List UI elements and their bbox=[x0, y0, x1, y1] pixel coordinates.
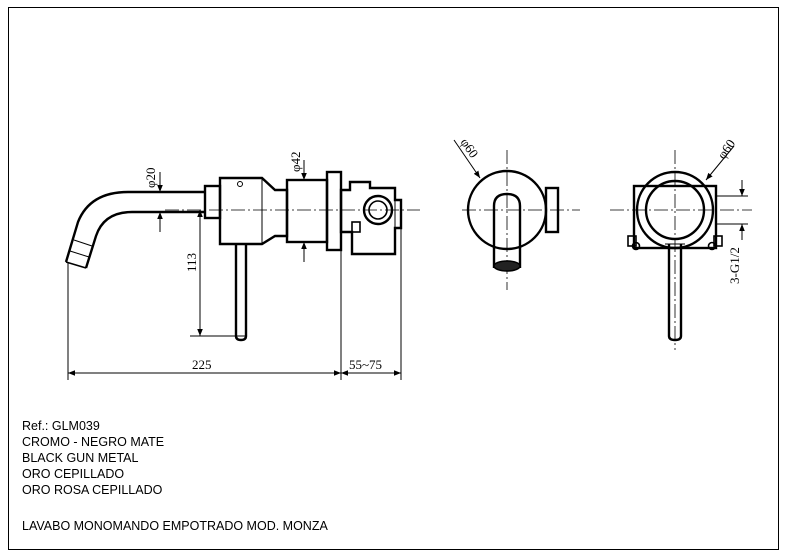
finish-item: ORO ROSA CEPILLADO bbox=[22, 483, 163, 497]
spout-collar bbox=[203, 184, 222, 220]
back-view: φ60 3-G1/2 bbox=[610, 136, 752, 350]
cartridge-sleeve bbox=[285, 178, 329, 244]
spout-outer bbox=[64, 190, 205, 263]
front-d60-leader bbox=[453, 139, 481, 179]
spout-aerator-2 bbox=[69, 250, 90, 258]
dim-55-75: 55~75 bbox=[349, 357, 382, 372]
back-rosette-outer bbox=[635, 170, 715, 250]
front-spout bbox=[492, 192, 522, 268]
product-reference: Ref.: GLM039 bbox=[22, 419, 100, 433]
back-lever bbox=[667, 244, 683, 342]
lever-handle bbox=[234, 244, 248, 342]
front-box-edge bbox=[544, 186, 560, 234]
front-spout-outlet bbox=[493, 260, 521, 272]
back-rosette-inner bbox=[644, 179, 706, 241]
back-d60-leader bbox=[705, 145, 735, 181]
box-tab bbox=[351, 221, 361, 233]
dim-d42: φ42 bbox=[288, 151, 303, 172]
finish-item: CROMO - NEGRO MATE bbox=[22, 435, 165, 449]
side-view: φ20 φ42 113 225 55~75 bbox=[64, 151, 420, 380]
finish-item: BLACK GUN METAL bbox=[22, 451, 139, 465]
concealed-box bbox=[339, 180, 403, 256]
back-tab-left bbox=[627, 235, 637, 247]
dim-thread: 3-G1/2 bbox=[727, 247, 742, 284]
dim-113: 113 bbox=[184, 253, 199, 272]
back-tab-right bbox=[713, 235, 723, 247]
spout-inner bbox=[84, 210, 205, 269]
spout-aerator bbox=[73, 239, 93, 247]
mixer-body bbox=[218, 176, 289, 246]
dim-225: 225 bbox=[192, 357, 212, 372]
spout-outlet bbox=[65, 261, 87, 269]
front-view: φ60 bbox=[453, 135, 580, 290]
finish-item: ORO CEPILLADO bbox=[22, 467, 125, 481]
dim-d60-front: φ60 bbox=[458, 135, 482, 160]
product-description: LAVABO MONOMANDO EMPOTRADO MOD. MONZA bbox=[22, 519, 328, 533]
dim-d60-back: φ60 bbox=[714, 136, 738, 161]
drawing-frame bbox=[8, 7, 779, 550]
dim-d20: φ20 bbox=[143, 167, 158, 188]
wall-flange bbox=[325, 170, 343, 252]
body-screw bbox=[237, 181, 243, 187]
